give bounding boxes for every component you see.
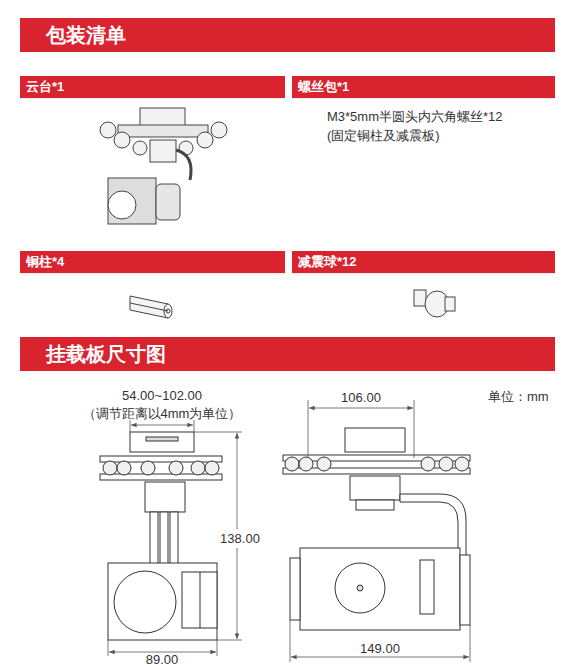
band-title: 减震球*12 <box>298 253 357 271</box>
band-title: 挂载板尺寸图 <box>46 341 166 368</box>
item-band: 铜柱*4 <box>20 251 285 273</box>
side-view <box>283 428 470 630</box>
band-title: 包装清单 <box>46 22 126 49</box>
front-view <box>100 432 222 640</box>
dimension: 149.00 <box>360 641 400 656</box>
dimension: 138.00 <box>219 529 261 548</box>
section-band: 挂载板尺寸图 <box>20 337 555 371</box>
unit-note: 单位：mm <box>488 388 549 406</box>
band-title: 螺丝包*1 <box>298 78 349 96</box>
item-text: M3*5mm半圆头内六角螺丝*12 <box>327 108 503 126</box>
item-band: 云台*1 <box>20 76 285 98</box>
damping-ball <box>414 290 455 317</box>
band-title: 云台*1 <box>26 78 64 96</box>
dimension-lines <box>108 400 470 662</box>
dimension: 54.00~102.00 <box>122 388 202 403</box>
item-band: 减震球*12 <box>292 251 555 273</box>
band-title: 铜柱*4 <box>26 253 64 271</box>
dimension: 106.00 <box>341 390 381 405</box>
dimension: 89.00 <box>146 652 179 667</box>
dimension-note: （调节距离以4mm为单位） <box>83 405 242 423</box>
section-band: 包装清单 <box>20 18 555 52</box>
brass-post <box>130 296 172 318</box>
item-band: 螺丝包*1 <box>292 76 555 98</box>
gimbal-picture <box>100 108 227 224</box>
item-text: (固定铜柱及减震板) <box>327 127 440 145</box>
